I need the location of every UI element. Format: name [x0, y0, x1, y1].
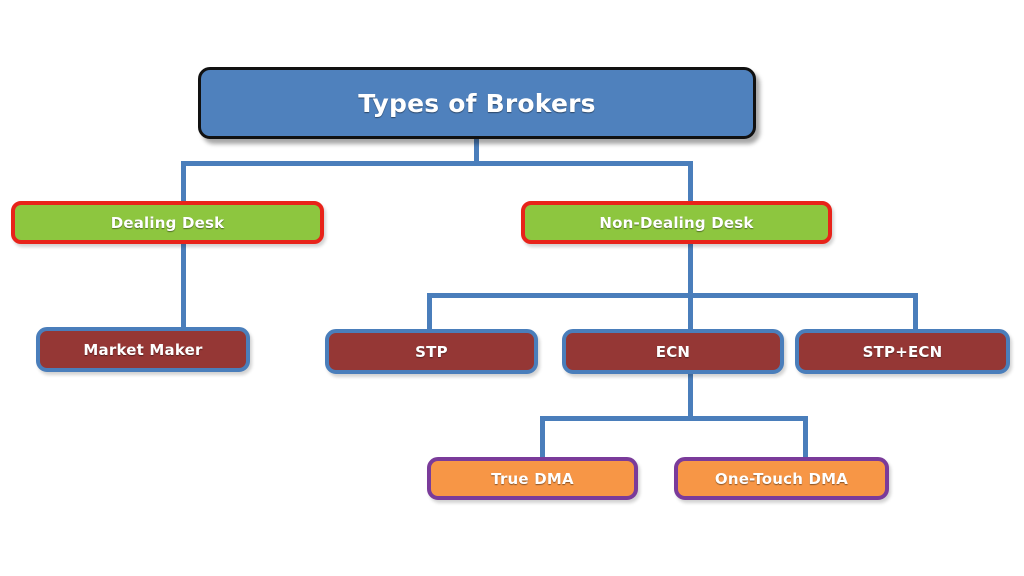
node-label-ecn: ECN [655, 342, 691, 361]
connector-to-ecn [688, 293, 693, 335]
connector-bus-level3 [427, 293, 918, 298]
node-one-touch-dma[interactable]: One-Touch DMA [674, 457, 889, 500]
connector-to-stp [427, 293, 432, 335]
connector-to-stp-ecn [913, 293, 918, 335]
node-types-of-brokers[interactable]: Types of Brokers [198, 67, 756, 139]
node-stp-plus-ecn[interactable]: STP+ECN [795, 329, 1010, 374]
connector-dealing-desk-to-market-maker [181, 243, 186, 333]
node-label-stp-plus-ecn: STP+ECN [862, 342, 943, 361]
node-label-one-touch-dma: One-Touch DMA [714, 469, 849, 488]
connector-ecn-stem [688, 372, 693, 420]
node-label-non-dealing-desk: Non-Dealing Desk [599, 213, 754, 232]
connector-to-non-dealing-desk [688, 161, 693, 206]
connector-root-stem [474, 138, 479, 166]
node-label-dealing-desk: Dealing Desk [110, 213, 225, 232]
node-label-true-dma: True DMA [491, 469, 574, 488]
node-label-stp: STP [415, 342, 448, 361]
node-non-dealing-desk[interactable]: Non-Dealing Desk [521, 201, 832, 244]
connector-to-one-touch-dma [803, 416, 808, 461]
connector-to-dealing-desk [181, 161, 186, 206]
connector-non-dealing-desk-stem [688, 243, 693, 298]
node-ecn[interactable]: ECN [562, 329, 784, 374]
connector-bus-level2 [181, 161, 693, 166]
node-label-market-maker: Market Maker [83, 340, 203, 359]
node-true-dma[interactable]: True DMA [427, 457, 638, 500]
node-market-maker[interactable]: Market Maker [36, 327, 250, 372]
connector-bus-level4 [540, 416, 808, 421]
node-stp[interactable]: STP [325, 329, 538, 374]
connector-to-true-dma [540, 416, 545, 461]
node-dealing-desk[interactable]: Dealing Desk [11, 201, 324, 244]
node-label-types-of-brokers: Types of Brokers [358, 88, 596, 118]
